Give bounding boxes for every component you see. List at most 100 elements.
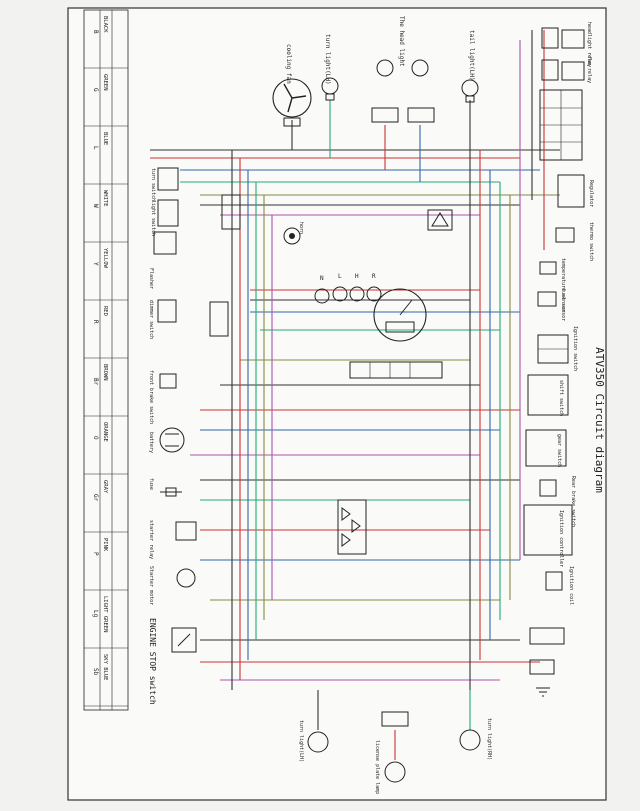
fan-relay: fan relay <box>541 56 592 83</box>
svg-text:Flasher: Flasher <box>148 268 154 289</box>
legend-color-name: WHITE <box>102 190 108 207</box>
starter-relay: starter relay <box>148 520 197 559</box>
svg-text:cooling fan: cooling fan <box>285 44 292 84</box>
svg-text:license plate lamp: license plate lamp <box>374 740 380 794</box>
svg-text:Starter motor: Starter motor <box>148 566 154 605</box>
svg-text:H: H <box>355 273 359 280</box>
ground-symbol <box>536 687 550 697</box>
svg-text:Ignition coil: Ignition coil <box>568 566 574 605</box>
starter-motor: Starter motor <box>148 566 196 605</box>
svg-text:L: L <box>338 273 342 280</box>
flasher: Flasher <box>148 231 177 289</box>
svg-text:battery: battery <box>148 432 154 453</box>
main-connector-block <box>539 89 583 161</box>
legend-color-name: GRAY <box>102 480 108 494</box>
thermo-switch: thermo switch <box>555 222 594 261</box>
svg-text:light switch: light switch <box>150 200 156 236</box>
speedometer-gauge <box>373 288 427 342</box>
svg-text:gear switch: gear switch <box>556 434 562 467</box>
battery: battery <box>148 427 185 453</box>
svg-text:shift switch: shift switch <box>558 380 564 416</box>
turn-signal-lamp-upper: turn light(LH) <box>321 34 339 101</box>
svg-text:thermo switch: thermo switch <box>588 222 594 261</box>
ignition-coil: Ignition coil <box>545 566 574 605</box>
legend-color-name: SKY BLUE <box>102 654 108 681</box>
svg-text:tail light(LH): tail light(LH) <box>468 30 475 81</box>
svg-text:temperature sensor: temperature sensor <box>560 258 566 312</box>
legend-code: W <box>92 204 99 208</box>
svg-text:N: N <box>320 275 324 282</box>
legend-code: B <box>92 30 99 34</box>
shift-switch: shift switch <box>527 374 569 416</box>
legend-code: P <box>92 552 99 556</box>
svg-text:fuel sensor: fuel sensor <box>560 288 566 321</box>
legend-code: L <box>92 146 99 150</box>
legend-code: Gr <box>92 494 99 502</box>
indicator-lamps: N L H R <box>314 273 382 304</box>
svg-text:Regulator: Regulator <box>588 180 594 207</box>
legend-code: G <box>92 88 99 92</box>
svg-text:horn: horn <box>298 222 304 234</box>
svg-text:ENGINE STOP switch: ENGINE STOP switch <box>148 618 157 705</box>
legend-code: Lg <box>92 610 99 618</box>
svg-text:The head light: The head light <box>398 16 405 67</box>
svg-text:fan relay: fan relay <box>586 56 592 83</box>
diode-block <box>337 499 367 555</box>
horn: horn <box>283 222 304 245</box>
legend-color-name: ORANGE <box>102 422 108 442</box>
svg-text:front brake switch: front brake switch <box>148 370 154 424</box>
dimmer-switch: dimmer switch <box>148 299 177 339</box>
legend-color-name: RED <box>102 306 108 316</box>
legend-code: Sb <box>92 668 99 676</box>
legend-code: O <box>92 436 99 440</box>
page-border <box>67 7 607 801</box>
legend-code: R <box>92 320 99 324</box>
legend-color-name: LIGHT GREEN <box>102 596 108 632</box>
headlight-relay: headlight relay <box>541 22 592 67</box>
fuel-sensor: fuel sensor <box>537 288 566 321</box>
svg-text:Ignition controller: Ignition controller <box>558 510 564 567</box>
cooling-fan: cooling fan <box>272 44 312 127</box>
svg-text:R: R <box>372 273 376 280</box>
handlebar-connector <box>209 194 241 337</box>
legend-color-name: BLACK <box>102 16 108 33</box>
generator <box>529 627 565 675</box>
svg-text:turn light(LH): turn light(LH) <box>324 34 331 85</box>
svg-text:Rear brake switch: Rear brake switch <box>570 476 576 527</box>
legend-color-name: BLUE <box>102 132 108 145</box>
front-brake-switch: front brake switch <box>148 370 177 424</box>
fuse: fuse <box>148 478 182 497</box>
turn-switch: turn switch <box>150 167 179 201</box>
svg-text:turn light(LH): turn light(LH) <box>298 720 304 762</box>
hazard-warning-icon <box>427 209 453 231</box>
turn-light-bottom-left: turn light(LH) <box>298 720 329 762</box>
svg-text:fuse: fuse <box>148 478 154 490</box>
svg-text:starter relay: starter relay <box>148 520 154 559</box>
legend-color-name: YELLOW <box>102 248 108 269</box>
legend-color-name: PINK <box>102 538 108 552</box>
light-switch: light switch <box>150 199 179 236</box>
svg-text:turn light(RH): turn light(RH) <box>486 718 492 760</box>
legend-color-name: GREEN <box>102 74 108 91</box>
rear-brake-switch: Rear brake switch <box>539 476 576 527</box>
ignition-controller: Ignition controller <box>523 504 573 567</box>
svg-text:dimmer switch: dimmer switch <box>148 300 154 339</box>
svg-text:turn switch: turn switch <box>150 168 156 201</box>
engine-stop-switch: ENGINE STOP switch <box>148 618 197 705</box>
svg-text:headlight relay: headlight relay <box>586 22 592 67</box>
legend-code: Br <box>92 378 99 386</box>
head-lights: The head light <box>371 16 435 123</box>
svg-text:Ignition switch: Ignition switch <box>572 326 578 371</box>
diagram-title: ATV350 Circuit diagram <box>593 347 606 493</box>
license-plate-lamp: license plate lamp <box>374 711 409 794</box>
regulator: Regulator <box>557 174 594 208</box>
tail-light: tail light(LH) <box>461 30 479 103</box>
turn-light-bottom-right: turn light(RH) <box>459 718 492 760</box>
legend-color-name: BROWN <box>102 364 108 381</box>
wire-harness <box>150 30 560 760</box>
main-switch: Ignition switch <box>537 326 578 371</box>
temperature-sensor: temperature sensor <box>539 258 566 312</box>
